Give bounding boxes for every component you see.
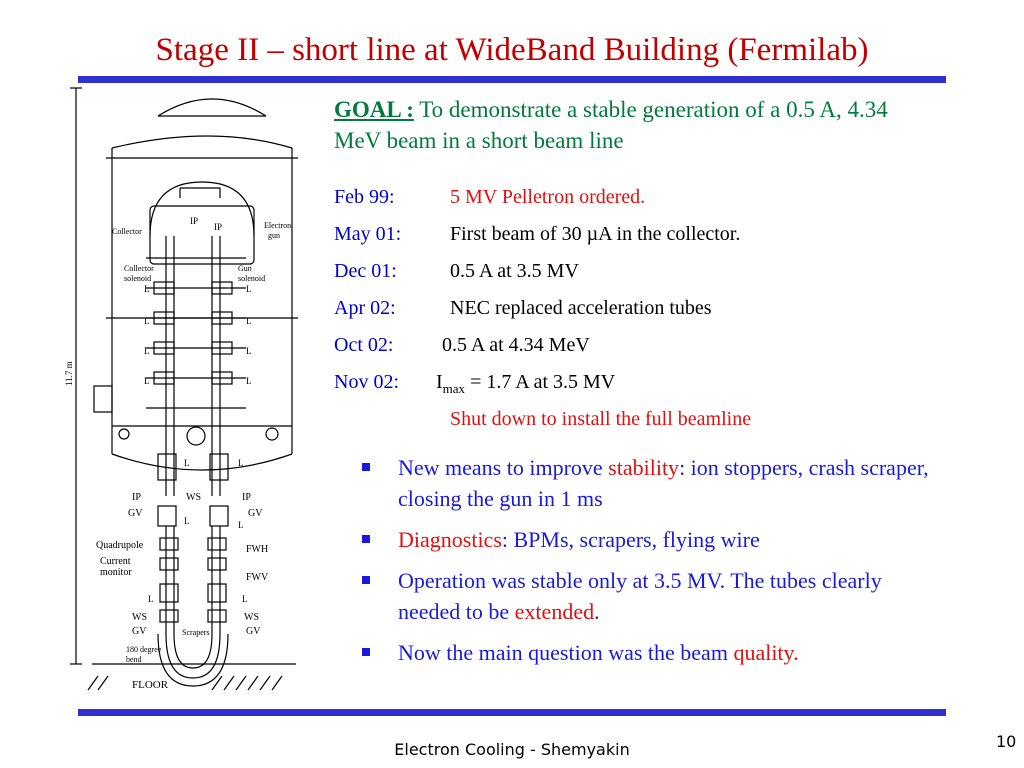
bullet-item: New means to improve stability: ion stop…	[362, 452, 942, 514]
electron-gun-label-2: gun	[268, 231, 280, 240]
lens-label-1: L	[144, 284, 150, 294]
gv-label-4: GV	[246, 626, 261, 637]
gun-solenoid-label-1: Gun	[238, 264, 252, 273]
height-label: 11.7 m	[64, 361, 74, 386]
timeline-row: Oct 02: 0.5 A at 4.34 MeV	[334, 332, 590, 358]
pelletron-diagram: 11.7 m Collector Electron gun Collector …	[64, 87, 298, 691]
timeline-event: 0.5 A at 3.5 MV	[450, 260, 579, 282]
goal-statement: GOAL : To demonstrate a stable generatio…	[334, 94, 934, 156]
fwv-label: FWV	[246, 572, 269, 583]
timeline-row: Dec 01: 0.5 A at 3.5 MV	[334, 258, 579, 284]
timeline-date: Apr 02:	[334, 297, 396, 319]
bullet-text: .	[594, 599, 600, 624]
timeline-date: May 01:	[334, 223, 402, 245]
lens-label-2: L	[246, 284, 252, 294]
collector-solenoid-label-2: solenoid	[124, 274, 151, 283]
lens-label-4: L	[246, 316, 252, 326]
slide-title: Stage II – short line at WideBand Buildi…	[155, 32, 869, 68]
ip-label-2: IP	[214, 222, 222, 232]
scrapers-label: Scrapers	[182, 628, 210, 637]
bend-label-1: 180 degree	[126, 645, 162, 654]
bullet-marker	[362, 535, 370, 543]
timeline-date: Oct 02:	[334, 334, 394, 356]
timeline-event: 5 MV Pelletron ordered.	[450, 186, 646, 208]
lens-label-5: L	[144, 346, 150, 356]
timeline-row: Apr 02: NEC replaced acceleration tubes	[334, 295, 712, 321]
bullet-list: New means to improve stability: ion stop…	[362, 452, 942, 678]
gv-label-2: GV	[248, 508, 263, 519]
bullet-highlight: extended	[514, 599, 595, 624]
timeline-row: Feb 99: 5 MV Pelletron ordered.	[334, 184, 645, 210]
gv-label-1: GV	[128, 508, 143, 519]
timeline-row: May 01: First beam of 30 µA in the colle…	[334, 221, 740, 247]
timeline-row: Nov 02: Imax = 1.7 A at 3.5 MV	[334, 369, 615, 396]
event-current-symbol: I	[436, 371, 443, 393]
bullet-marker	[362, 463, 370, 471]
lens-label-12: L	[238, 520, 244, 530]
gun-solenoid-label-2: solenoid	[238, 274, 265, 283]
bullet-item: Now the main question was the beam quali…	[362, 637, 942, 668]
ip-label-4: IP	[242, 492, 251, 503]
lens-label-14: L	[242, 594, 248, 604]
ws-label-2: WS	[132, 612, 147, 623]
bullet-highlight: Diagnostics	[398, 527, 502, 552]
lens-label-9: L	[184, 458, 190, 468]
bullet-marker	[362, 648, 370, 656]
floor-label: FLOOR	[132, 679, 169, 691]
lens-label-13: L	[148, 594, 154, 604]
event-value: = 1.7 A at 3.5 MV	[465, 371, 616, 393]
collector-label: Collector	[112, 227, 142, 236]
bend-label-2: bend	[126, 655, 142, 664]
timeline-date: Nov 02:	[334, 371, 399, 393]
ip-label-3: IP	[132, 492, 141, 503]
timeline-date: Feb 99:	[334, 186, 395, 208]
lens-label-8: L	[246, 376, 252, 386]
goal-label: GOAL :	[334, 97, 414, 122]
lens-label-7: L	[144, 376, 150, 386]
bullet-text: : ion stoppers, crash scraper, closing t…	[398, 455, 929, 511]
fwh-label: FWH	[246, 544, 268, 555]
collector-solenoid-label-1: Collector	[124, 264, 154, 273]
timeline-event: First beam of 30 µA in the collector.	[450, 223, 741, 245]
lens-label-10: L	[238, 458, 244, 468]
bullet-marker	[362, 576, 370, 584]
slide-footer: Electron Cooling - Shemyakin	[394, 740, 630, 759]
timeline-note: Shut down to install the full beamline	[450, 408, 752, 430]
lens-label-11: L	[184, 516, 190, 526]
current-monitor-label-2: monitor	[100, 567, 132, 578]
bottom-divider	[78, 709, 946, 716]
bullet-text: : BPMs, scrapers, flying wire	[501, 527, 760, 552]
bullet-item: Diagnostics: BPMs, scrapers, flying wire	[362, 524, 942, 555]
bullet-highlight: stability	[608, 455, 680, 480]
timeline-event: Imax = 1.7 A at 3.5 MV	[436, 369, 615, 402]
timeline-event: 0.5 A at 4.34 MeV	[442, 334, 590, 356]
electron-gun-label-1: Electron	[264, 221, 291, 230]
ip-label-1: IP	[190, 216, 198, 226]
current-monitor-label-1: Current	[100, 556, 131, 567]
lens-label-3: L	[144, 316, 150, 326]
bullet-item: Operation was stable only at 3.5 MV. The…	[362, 565, 942, 627]
gv-label-3: GV	[132, 626, 147, 637]
page-number: 10	[996, 732, 1017, 751]
timeline-date: Dec 01:	[334, 260, 397, 282]
bullet-text: New means to improve	[398, 455, 609, 480]
ws-label-3: WS	[244, 612, 259, 623]
goal-text: To demonstrate a stable generation of a …	[334, 97, 888, 153]
timeline-event: NEC replaced acceleration tubes	[450, 297, 712, 319]
top-divider	[78, 76, 946, 83]
bullet-text: Operation was stable only at 3.5 MV. The…	[398, 568, 882, 624]
lens-label-6: L	[246, 346, 252, 356]
ws-label-1: WS	[186, 492, 201, 503]
event-subscript: max	[442, 381, 466, 396]
bullet-text: Now the main question was the beam	[398, 640, 734, 665]
quadrupole-label: Quadrupole	[96, 540, 144, 551]
bullet-highlight: quality.	[733, 640, 799, 665]
